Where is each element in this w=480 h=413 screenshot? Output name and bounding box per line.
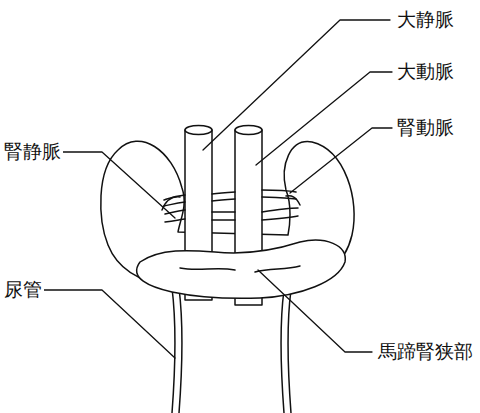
part-label: 大静脈 [395, 9, 456, 30]
leader-line [256, 72, 392, 165]
leader-line [258, 270, 372, 352]
part-label: 尿管 [2, 279, 44, 300]
left-ureter [179, 288, 182, 413]
renal-vein [212, 216, 298, 220]
renal-vein [212, 208, 298, 212]
leader-line [290, 128, 392, 193]
renal-artery [164, 199, 235, 206]
renal-vein [165, 219, 185, 222]
part-label: 馬蹄腎狭部 [376, 341, 475, 362]
left-ureter [172, 288, 175, 413]
right-hilum [286, 196, 300, 205]
isthmus-contour [180, 266, 300, 272]
leader-line [42, 290, 175, 358]
right-ureter [288, 290, 291, 413]
part-label: 腎動脈 [395, 117, 456, 138]
part-label: 大動脈 [395, 61, 456, 82]
leader-line [54, 152, 175, 218]
aorta-end [235, 126, 262, 135]
renal-artery [262, 197, 296, 199]
kidney-isthmus [137, 240, 346, 298]
leader-line [203, 20, 390, 150]
part-label: 腎静脈 [2, 141, 63, 162]
renal-artery [164, 192, 235, 200]
right-ureter [281, 290, 284, 413]
vena-cava-end [185, 126, 212, 135]
